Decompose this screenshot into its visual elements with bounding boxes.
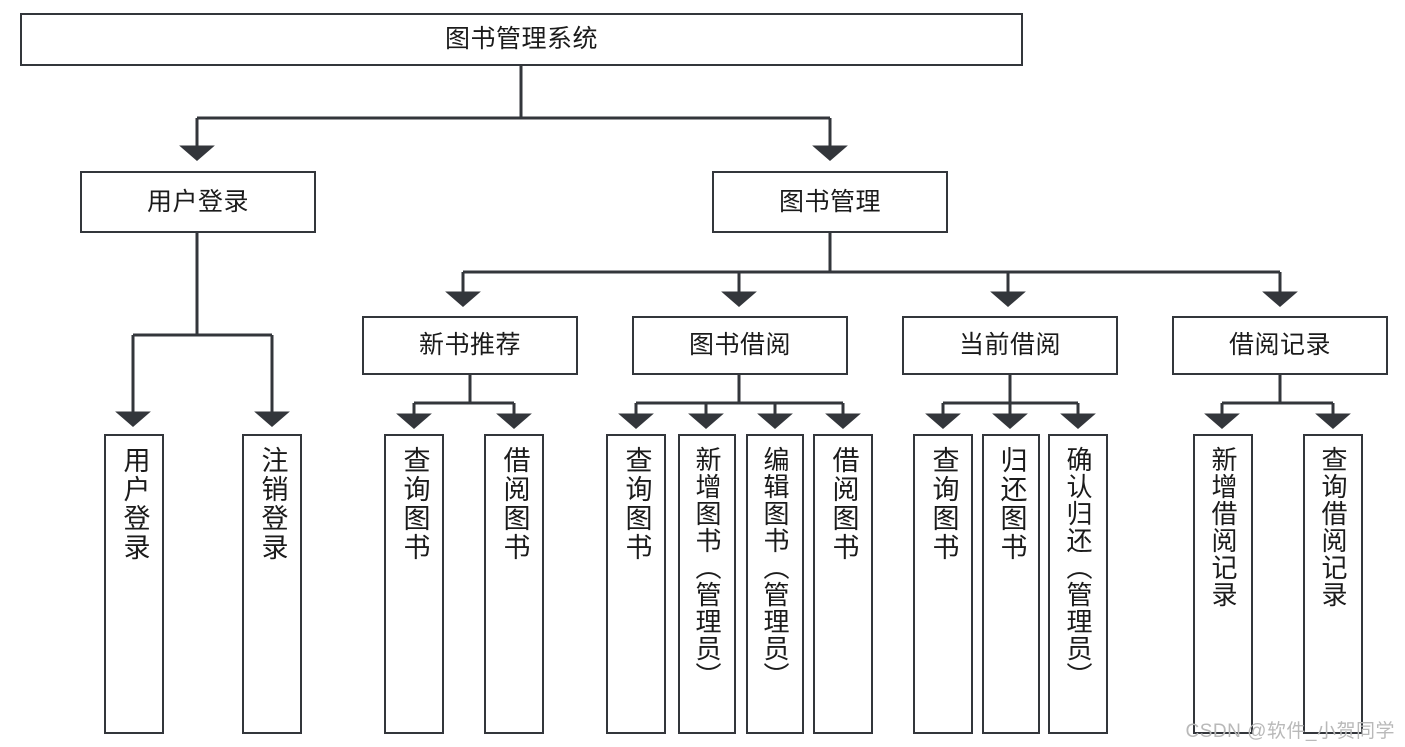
node-leaf-borrow-book[interactable]: 借阅图书 [813, 434, 873, 734]
node-label: 用户登录 [146, 187, 249, 216]
node-leaf-add-borrow-record[interactable]: 新增借阅记录 [1193, 434, 1253, 734]
node-label: 注销登录 [257, 446, 288, 562]
node-new-book-recommend[interactable]: 新书推荐 [362, 316, 578, 375]
node-leaf-borrow-book-recommend[interactable]: 借阅图书 [484, 434, 544, 734]
node-label: 新增图书（管理员） [692, 446, 722, 689]
node-leaf-confirm-return-admin[interactable]: 确认归还（管理员） [1048, 434, 1108, 734]
node-borrow-record[interactable]: 借阅记录 [1172, 316, 1388, 375]
node-label: 查询图书 [399, 446, 430, 562]
watermark: CSDN @软件_小贺同学 [1185, 721, 1395, 742]
node-leaf-logout-login[interactable]: 注销登录 [242, 434, 302, 734]
node-leaf-return-book[interactable]: 归还图书 [982, 434, 1040, 734]
node-label: 编辑图书（管理员） [760, 446, 790, 689]
node-leaf-query-book-current[interactable]: 查询图书 [913, 434, 973, 734]
node-label: 查询借阅记录 [1318, 446, 1348, 608]
node-label: 查询图书 [621, 446, 652, 562]
node-label: 借阅记录 [1228, 331, 1331, 359]
node-root-book-management-system[interactable]: 图书管理系统 [20, 13, 1023, 66]
node-label: 图书管理 [778, 187, 881, 216]
node-label: 确认归还（管理员） [1063, 446, 1093, 689]
node-leaf-edit-book-admin[interactable]: 编辑图书（管理员） [746, 434, 804, 734]
node-label: 图书借阅 [688, 331, 791, 359]
node-label: 图书管理系统 [444, 25, 598, 53]
node-leaf-user-login[interactable]: 用户登录 [104, 434, 164, 734]
node-current-borrow[interactable]: 当前借阅 [902, 316, 1118, 375]
node-label: 借阅图书 [499, 446, 530, 562]
node-leaf-query-book-recommend[interactable]: 查询图书 [384, 434, 444, 734]
node-leaf-query-borrow-record[interactable]: 查询借阅记录 [1303, 434, 1363, 734]
node-book-borrow[interactable]: 图书借阅 [632, 316, 848, 375]
node-label: 查询图书 [928, 446, 959, 562]
node-book-management[interactable]: 图书管理 [712, 171, 948, 233]
node-label: 当前借阅 [958, 331, 1061, 359]
node-label: 用户登录 [119, 446, 150, 562]
node-label: 归还图书 [996, 446, 1027, 562]
node-leaf-query-book-borrow[interactable]: 查询图书 [606, 434, 666, 734]
node-label: 新增借阅记录 [1208, 446, 1238, 608]
node-label: 新书推荐 [418, 331, 521, 359]
node-leaf-add-book-admin[interactable]: 新增图书（管理员） [678, 434, 736, 734]
node-user-login[interactable]: 用户登录 [80, 171, 316, 233]
node-label: 借阅图书 [828, 446, 859, 562]
